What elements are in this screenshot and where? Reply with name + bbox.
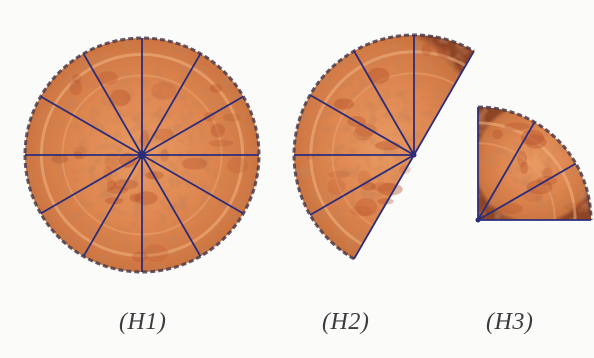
center-point (138, 151, 146, 159)
caption-h1: (H1) (119, 309, 166, 336)
topping-spot (517, 151, 527, 167)
topping-spot (51, 155, 68, 164)
caption-h3: (H3) (486, 309, 533, 336)
pizza-h2 (294, 35, 474, 259)
topping-spot (422, 43, 432, 55)
topping-spot (130, 193, 141, 202)
topping-spot (492, 129, 503, 139)
topping-spot (211, 124, 226, 138)
center-point (476, 218, 481, 223)
topping-spot (564, 203, 587, 211)
topping-spot (504, 122, 529, 130)
topping-spot (209, 140, 234, 147)
topping-spot (521, 130, 544, 145)
center-point (412, 153, 417, 158)
topping-spot (143, 244, 168, 261)
topping-spot (72, 74, 81, 83)
caption-h2: (H2) (322, 309, 369, 336)
topping-spot (151, 82, 176, 99)
topping-spot (107, 180, 116, 190)
topping-spot (227, 157, 248, 173)
topping-spot (350, 206, 372, 217)
topping-spot (327, 178, 345, 194)
pizza-h1 (25, 38, 259, 272)
topping-spot (210, 84, 222, 93)
topping-spot (182, 158, 207, 170)
topping-spot (334, 98, 354, 109)
pizza-h3 (476, 107, 592, 223)
topping-spot (328, 171, 350, 179)
topping-spot (371, 182, 395, 191)
topping-spot (223, 113, 241, 121)
topping-spot (437, 47, 451, 58)
